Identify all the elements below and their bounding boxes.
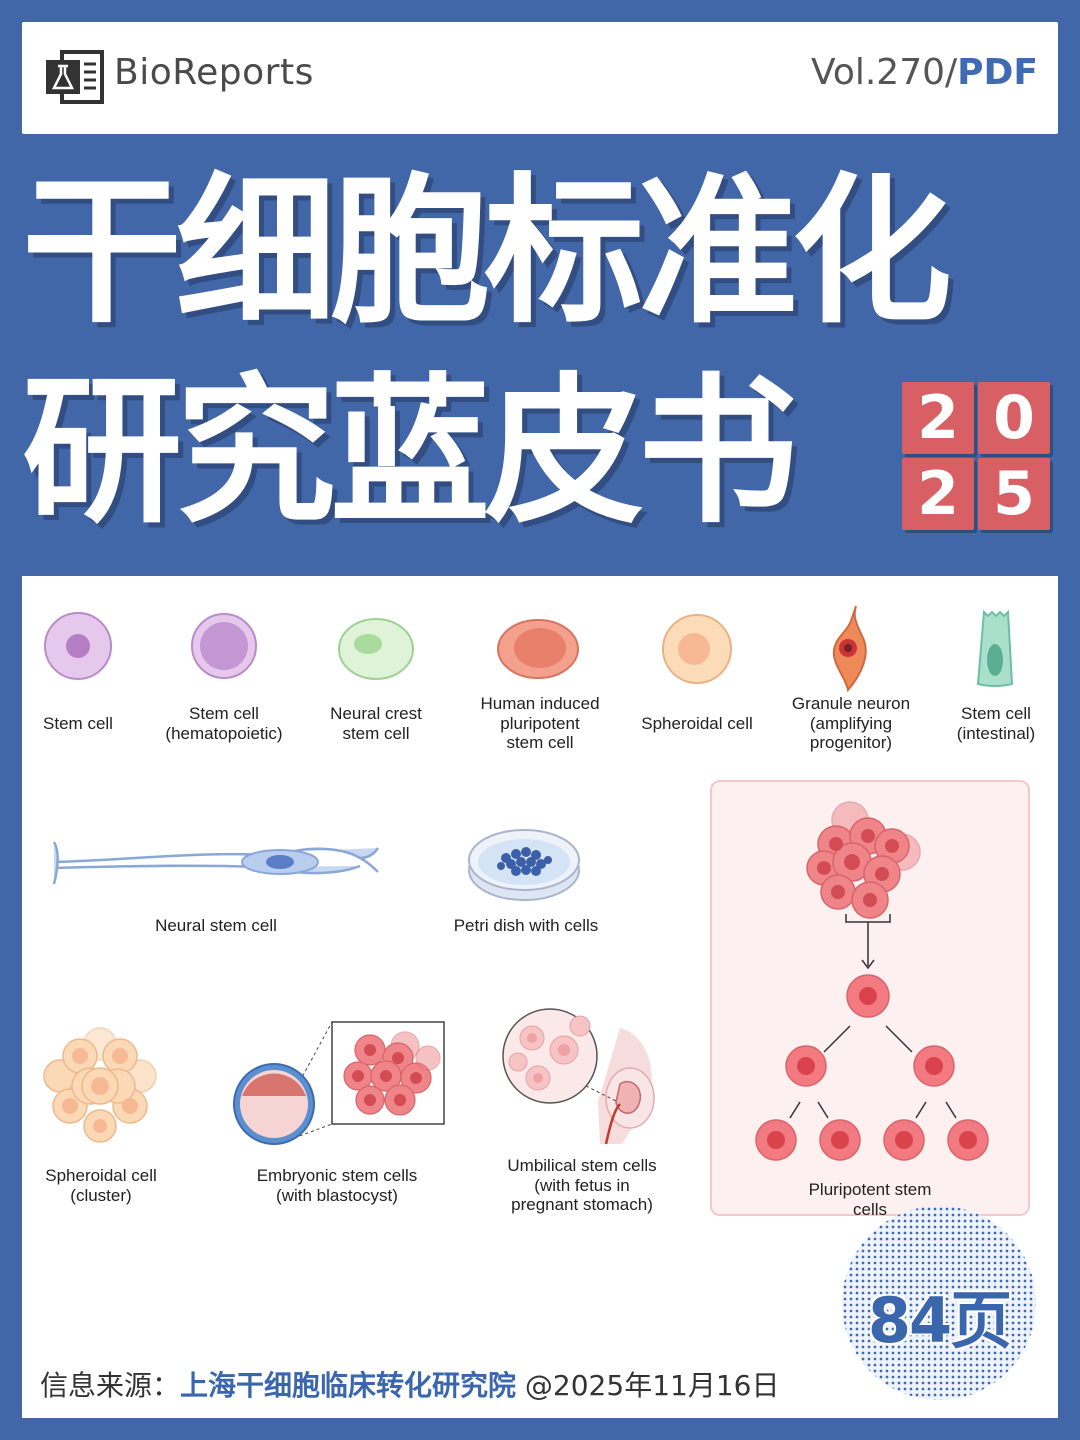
cell-label: Stem cell (43, 714, 113, 733)
source-prefix: 信息来源： (40, 1369, 181, 1402)
title-line-2: 研究蓝皮书 (22, 358, 798, 545)
neural-stem-cell-icon (52, 841, 380, 885)
pluripotent-panel: Pluripotent stem cells (710, 780, 1030, 1219)
cell-label: Petri dish with cells (453, 916, 599, 935)
neural-crest-stem-cell-icon (338, 618, 414, 680)
granule-neuron-icon (832, 605, 867, 693)
page-count-badge (842, 1206, 1036, 1400)
hematopoietic-stem-cell-icon (191, 613, 257, 679)
ipsc-icon (497, 619, 579, 679)
source-organization: 上海干细胞临床转化研究院 (180, 1369, 517, 1402)
spheroidal-cell-icon (662, 614, 732, 684)
umbilical-fetus-icon (502, 1008, 655, 1145)
cell-label: Umbilical stem cells (with fetus in preg… (507, 1156, 657, 1215)
header-bar: BioReports Vol.270/PDF (22, 22, 1058, 134)
spheroid-cluster-icon (43, 1027, 157, 1143)
stem-cell-icon (44, 612, 112, 680)
source-date: @2025年11月16日 (516, 1369, 780, 1402)
blastocyst-icon (233, 1021, 445, 1145)
title-line-1: 干细胞标准化 (22, 158, 952, 345)
cell-label: Stem cell (hematopoietic) (165, 704, 283, 743)
intestinal-stem-cell-icon (976, 609, 1014, 687)
cell-label: Neural crest stem cell (330, 704, 422, 743)
year-digit: 0 (978, 382, 1050, 454)
cell-label: Spheroidal cell (cluster) (45, 1166, 157, 1205)
format-label: PDF (957, 52, 1038, 93)
volume-label: Vol.270/PDF (811, 52, 1038, 93)
year-digit: 2 (902, 458, 974, 530)
flask-report-icon (46, 50, 104, 104)
brand-name: BioReports (114, 52, 314, 93)
source-line: 信息来源：上海干细胞临床转化研究院 @2025年11月16日 (40, 1364, 779, 1404)
year-digit: 2 (902, 382, 974, 454)
cell-label: Human induced pluripotent stem cell (480, 694, 600, 753)
cell-label: Neural stem cell (155, 916, 277, 935)
page-count: 84页 (867, 1284, 1012, 1357)
cell-label: Granule neuron (amplifying progenitor) (791, 694, 911, 753)
petri-dish-icon (468, 829, 580, 901)
cell-label: Pluripotent stem cells (808, 1180, 932, 1219)
pluripotent-tree-icon (755, 801, 989, 1161)
cell-illustration-panel: Stem cell Stem cell (hematopoietic) Neur… (22, 576, 1058, 1418)
volume-number: Vol.270/ (810, 52, 958, 93)
cell-label: Embryonic stem cells (with blastocyst) (256, 1166, 418, 1205)
year-digit: 5 (978, 458, 1050, 530)
cell-label: Spheroidal cell (641, 714, 753, 733)
cell-label: Stem cell (intestinal) (956, 704, 1036, 743)
